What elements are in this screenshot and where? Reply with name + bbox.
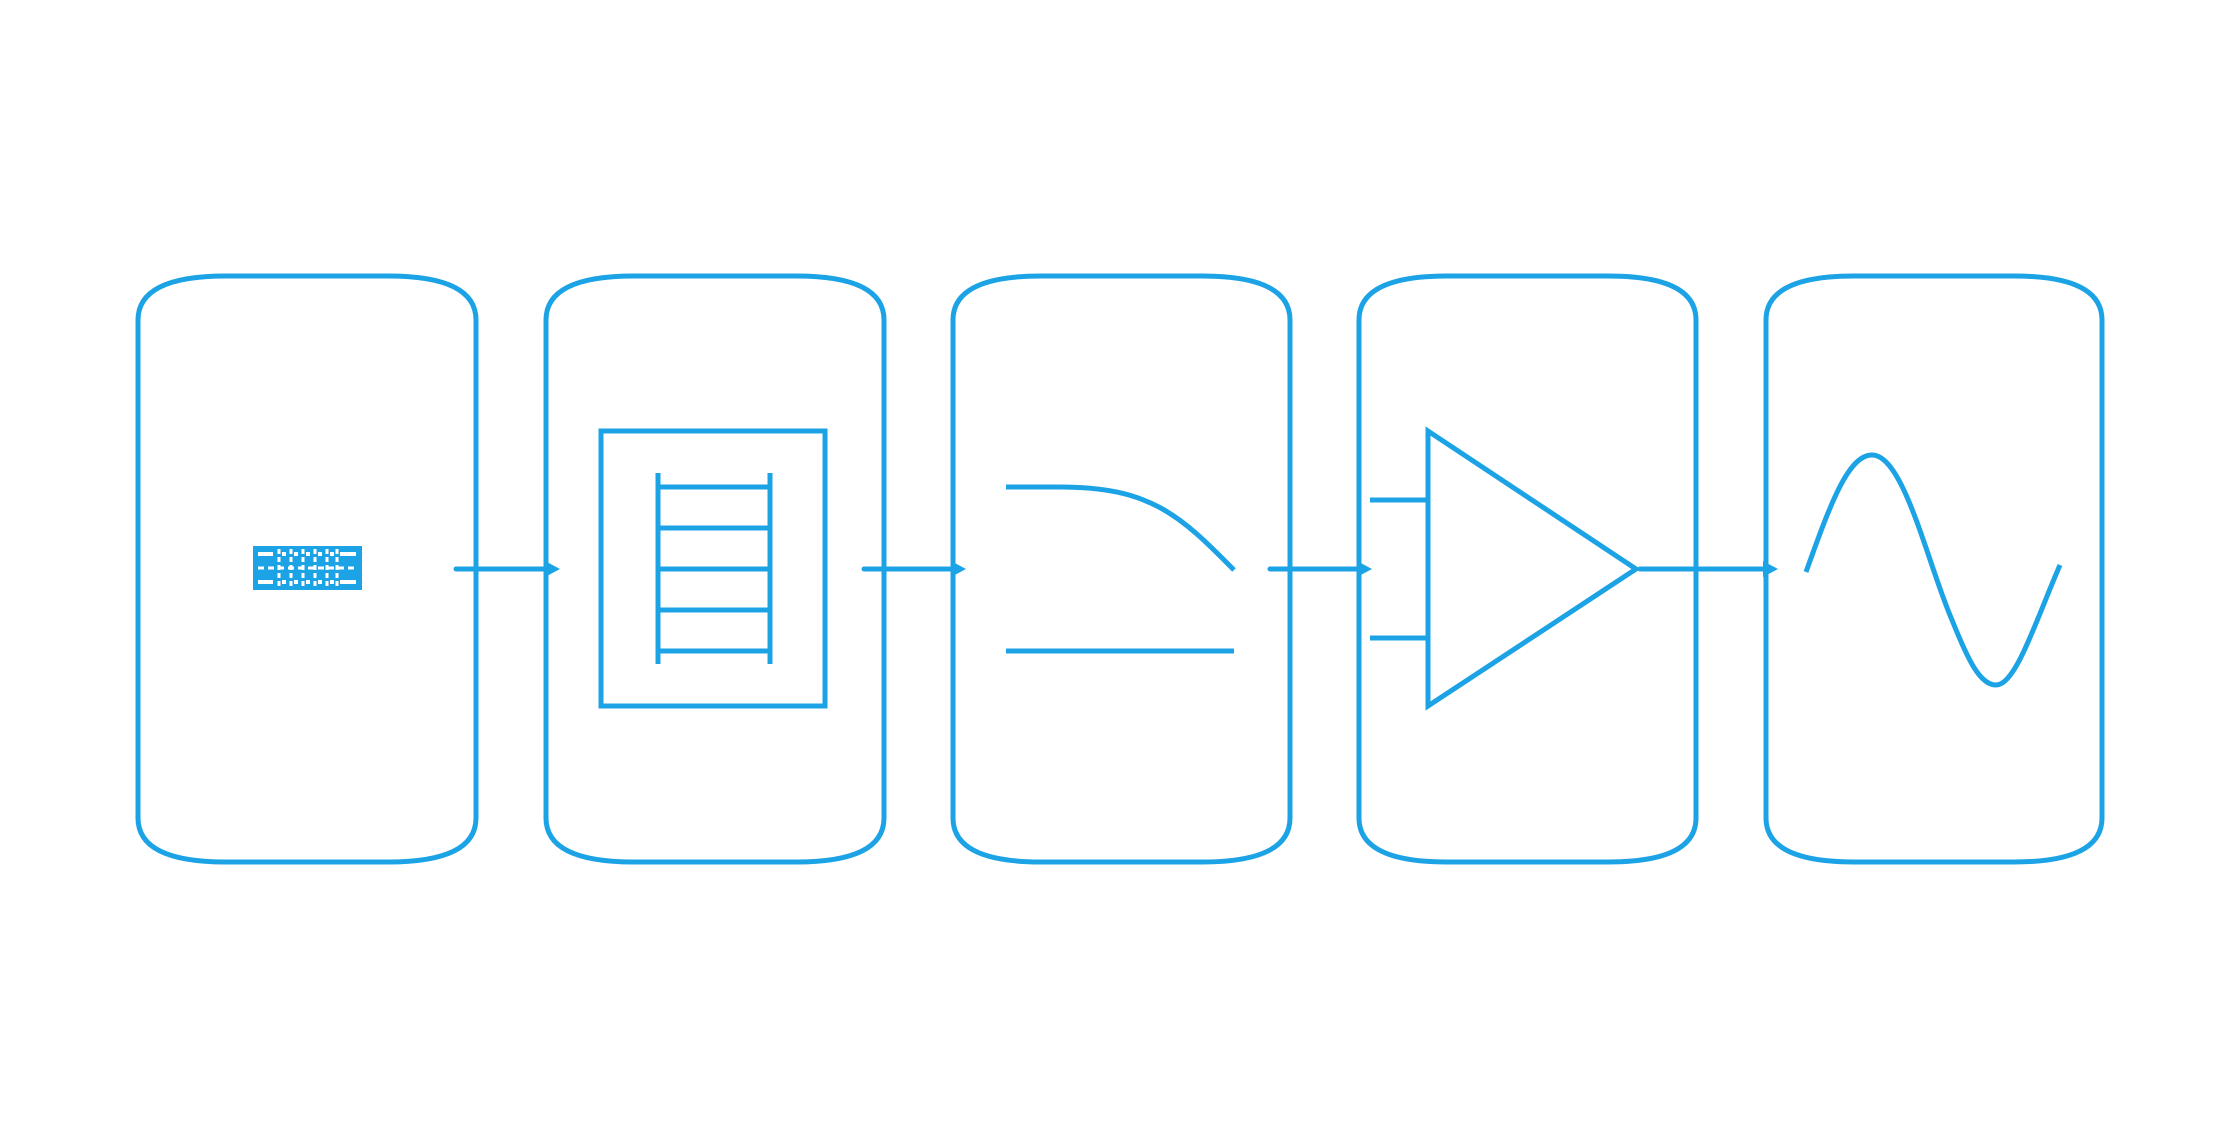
arrow-3-to-4 bbox=[1267, 561, 1372, 577]
filter-block bbox=[950, 273, 1293, 865]
arrow-2-to-3 bbox=[861, 561, 966, 577]
dac-ladder-icon bbox=[598, 428, 828, 709]
diagram-connections bbox=[453, 561, 1778, 577]
arrow-1-to-2 bbox=[453, 561, 560, 577]
digital-data-icon bbox=[253, 546, 362, 590]
diagram-blocks bbox=[135, 273, 2105, 865]
analog-output-block bbox=[1763, 273, 2105, 865]
digital-data-block bbox=[135, 273, 479, 865]
sine-wave-icon bbox=[1803, 452, 2063, 688]
amplifier-icon bbox=[1370, 426, 1641, 711]
arrow-4-to-5 bbox=[1637, 561, 1778, 577]
dac-block bbox=[543, 273, 887, 865]
lowpass-filter-icon bbox=[1006, 484, 1236, 654]
amplifier-block bbox=[1356, 273, 1699, 865]
